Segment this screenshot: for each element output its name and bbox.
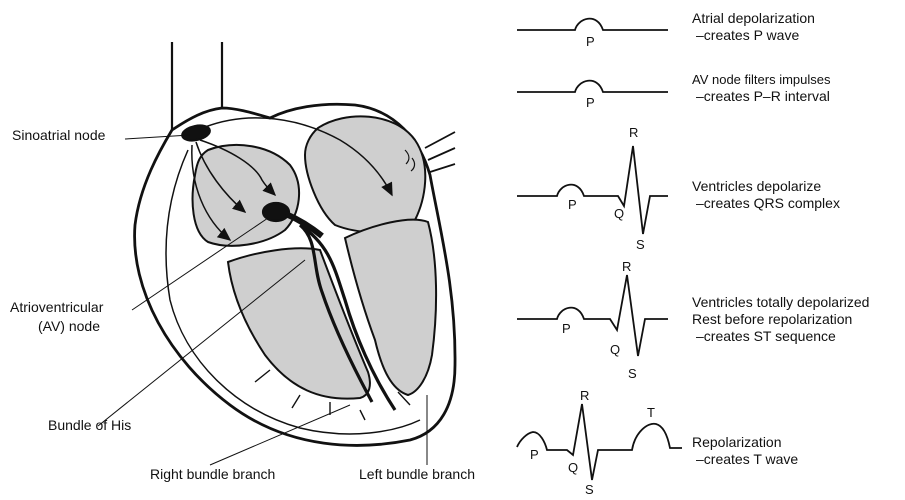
label-left-bundle-branch: Left bundle branch bbox=[359, 466, 475, 483]
stage-line: AV node filters impulses bbox=[692, 71, 831, 88]
wave-letter-s: S bbox=[585, 482, 594, 497]
stage-description: AV node filters impulses –creates P–R in… bbox=[692, 71, 831, 105]
label-right-bundle-branch: Right bundle branch bbox=[150, 466, 275, 483]
stage-line: Atrial depolarization bbox=[692, 10, 815, 27]
stage-description: Ventricles totally depolarized Rest befo… bbox=[692, 294, 869, 345]
trace-repolarization bbox=[517, 404, 682, 480]
label-sinoatrial-node: Sinoatrial node bbox=[12, 127, 105, 144]
stage-line: Rest before repolarization bbox=[692, 311, 869, 328]
wave-letter-t: T bbox=[647, 405, 655, 420]
stage-line: –creates QRS complex bbox=[692, 195, 840, 212]
wave-letter-p: P bbox=[530, 447, 539, 462]
trace-ventricles-totally-depolarized bbox=[517, 275, 668, 356]
wave-letter-p: P bbox=[568, 197, 577, 212]
ecg-traces bbox=[517, 19, 682, 480]
stage-description: Atrial depolarization –creates P wave bbox=[692, 10, 815, 44]
wave-letter-r: R bbox=[580, 388, 589, 403]
stage-line: Ventricles depolarize bbox=[692, 178, 840, 195]
label-av-node-line2: (AV) node bbox=[38, 318, 100, 335]
wave-letter-p: P bbox=[586, 95, 595, 110]
trace-av-node bbox=[517, 81, 668, 92]
stage-line: –creates P wave bbox=[692, 27, 815, 44]
stage-line: Repolarization bbox=[692, 434, 798, 451]
trace-ventricles-depolarize bbox=[517, 146, 668, 234]
wave-letter-r: R bbox=[622, 259, 631, 274]
wave-letter-q: Q bbox=[568, 460, 578, 475]
stage-line: –creates P–R interval bbox=[692, 88, 831, 105]
stage-line: –creates T wave bbox=[692, 451, 798, 468]
trace-atrial-depolarization bbox=[517, 19, 668, 30]
right-atrium bbox=[193, 145, 299, 246]
wave-letter-s: S bbox=[636, 237, 645, 252]
wave-letter-r: R bbox=[629, 125, 638, 140]
label-bundle-of-his: Bundle of His bbox=[48, 417, 131, 434]
wave-letter-s: S bbox=[628, 366, 637, 381]
wave-letter-p: P bbox=[586, 34, 595, 49]
wave-letter-q: Q bbox=[614, 206, 624, 221]
wave-letter-q: Q bbox=[610, 342, 620, 357]
great-vessels bbox=[425, 132, 455, 172]
stage-description: Ventricles depolarize –creates QRS compl… bbox=[692, 178, 840, 212]
stage-line: Ventricles totally depolarized bbox=[692, 294, 869, 311]
heart-illustration bbox=[135, 42, 455, 445]
label-av-node-line1: Atrioventricular bbox=[10, 299, 103, 316]
stage-line: –creates ST sequence bbox=[692, 328, 869, 345]
stage-description: Repolarization –creates T wave bbox=[692, 434, 798, 468]
wave-letter-p: P bbox=[562, 321, 571, 336]
